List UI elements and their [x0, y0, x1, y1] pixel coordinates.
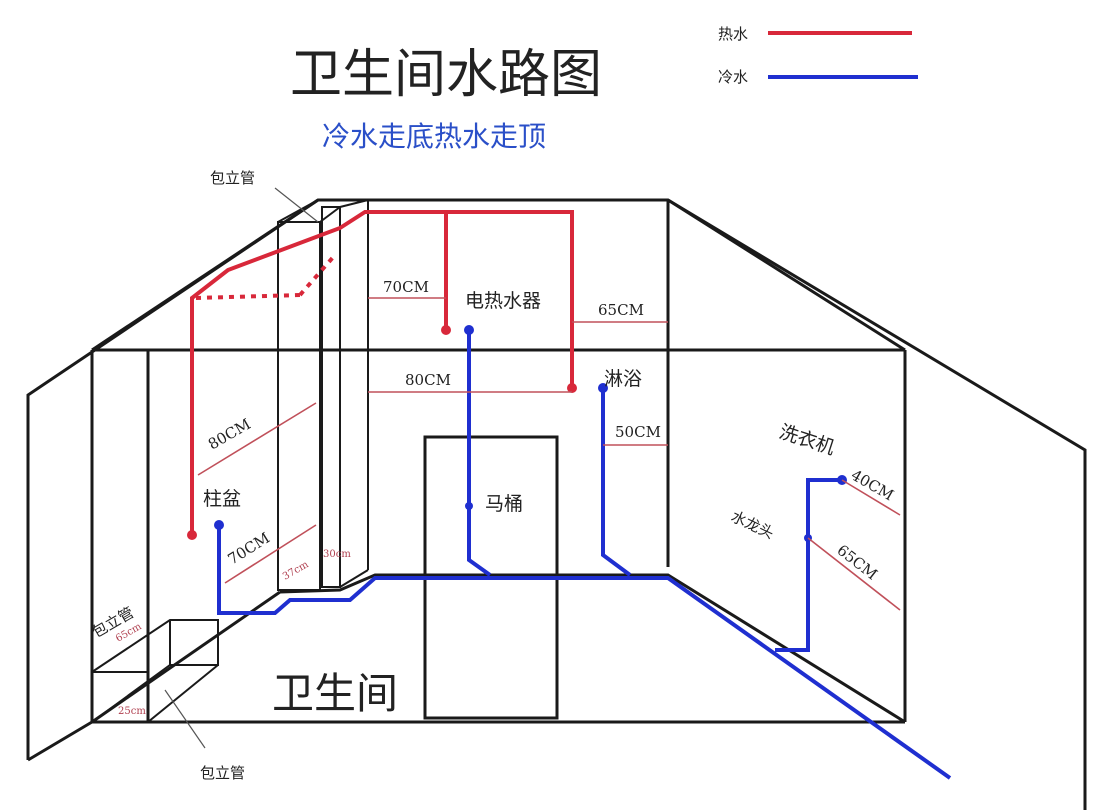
label-toilet: 马桶	[485, 493, 523, 515]
dim-riser-30: 30cm	[323, 549, 351, 560]
dim-riser-25: 25cm	[118, 706, 146, 717]
dim-shower-50: 50CM	[615, 423, 661, 441]
dim-heater-80: 80CM	[405, 371, 451, 389]
diagram-title: 卫生间水路图	[290, 45, 602, 105]
label-shower: 淋浴	[604, 368, 642, 390]
dim-basin-80: 80CM	[205, 415, 254, 454]
dim-heater-70: 70CM	[383, 278, 429, 296]
label-riser-bottom: 包立管	[200, 764, 245, 782]
dim-heater-65: 65CM	[598, 301, 644, 319]
legend: 热水 冷水	[718, 25, 918, 86]
dimension-lines	[164, 187, 901, 749]
label-water-heater: 电热水器	[465, 290, 541, 312]
dim-basin-70: 70CM	[225, 529, 273, 569]
legend-cold-label: 冷水	[718, 68, 748, 86]
legend-hot-label: 热水	[718, 25, 748, 43]
label-riser-top: 包立管	[210, 169, 255, 187]
label-washer: 洗衣机	[776, 421, 837, 460]
dim-riser-37: 37cm	[281, 559, 311, 583]
label-room: 卫生间	[272, 669, 398, 718]
hot-water-pipes	[187, 210, 577, 540]
label-faucet: 水龙头	[728, 507, 776, 542]
label-basin: 柱盆	[203, 488, 241, 510]
diagram-subtitle: 冷水走底热水走顶	[322, 120, 546, 153]
riser-column	[277, 199, 369, 591]
riser-box-left	[91, 619, 219, 723]
